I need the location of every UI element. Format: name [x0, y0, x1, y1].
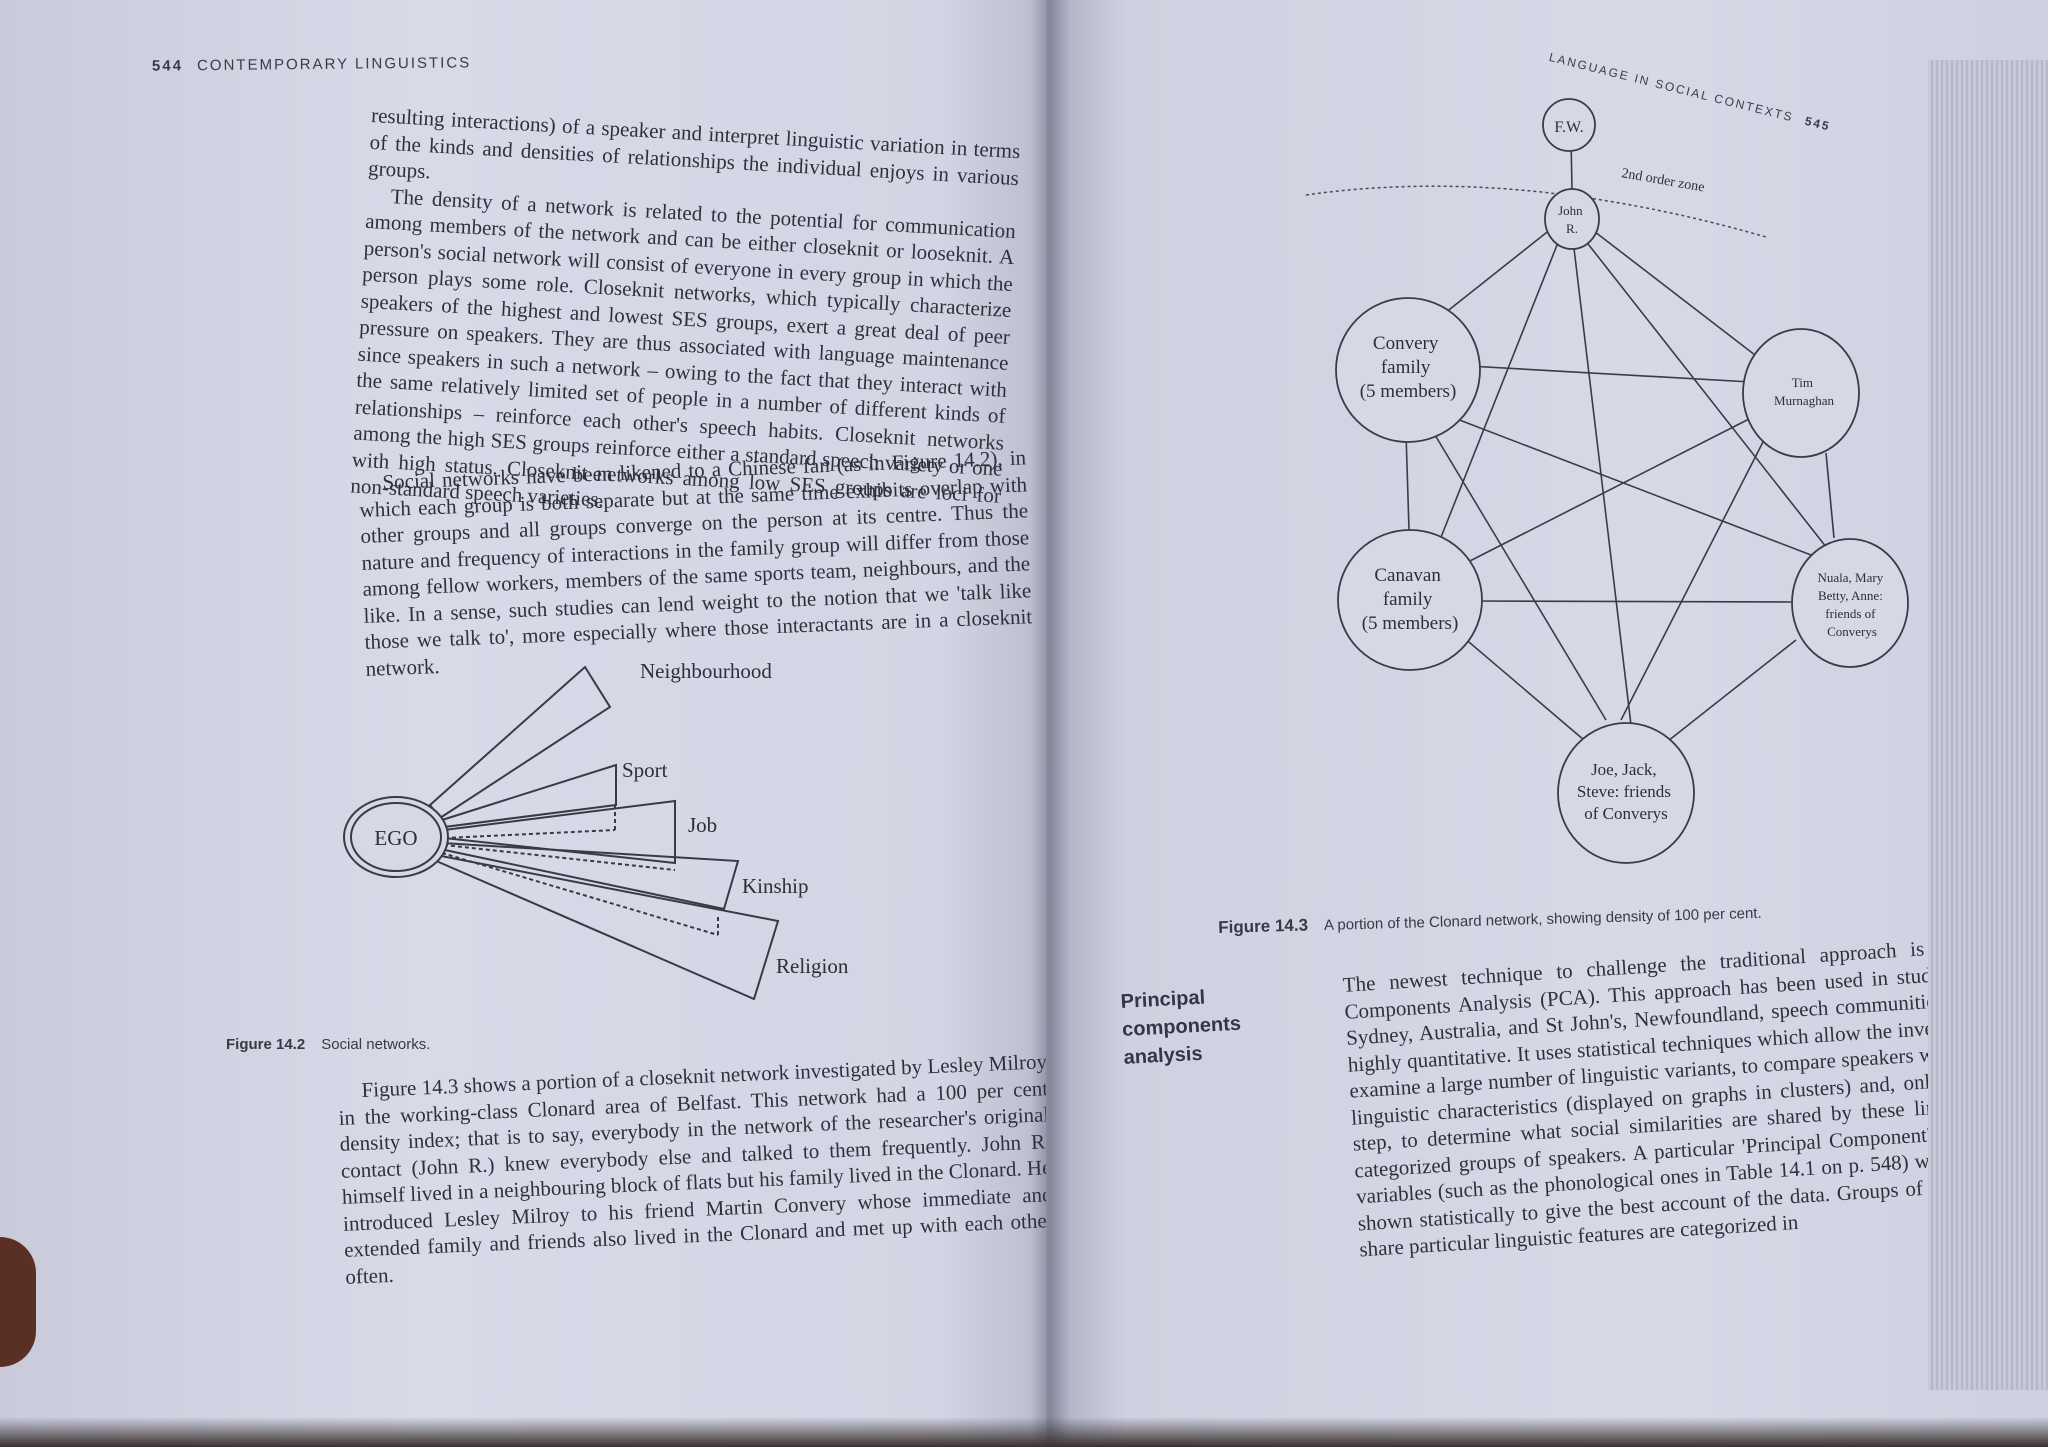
node-convery-label: Convery family (5 members) — [1360, 333, 1457, 402]
node-nuala-group — [1791, 538, 1909, 668]
ego-outer-circle — [343, 796, 449, 878]
node-fw-label: F.W. — [1554, 119, 1583, 136]
node-john-label: John R. — [1558, 203, 1586, 236]
paragraph-4: Figure 14.3 shows a portion of a closekn… — [338, 1049, 1046, 1289]
node-convery-family — [1335, 297, 1481, 443]
ego-label: EGO — [374, 826, 417, 850]
node-canavan-label: Canavan family (5 members) — [1362, 565, 1459, 634]
blade-label-religion: Religion — [776, 954, 849, 978]
blade-label-kinship: Kinship — [742, 874, 809, 898]
left-body-bottom: Figure 14.3 shows a portion of a closekn… — [337, 1048, 1046, 1290]
social-network-fan-diagram: EGO Neighbourhood Sport Job Kinship Reli… — [343, 659, 849, 1001]
bottom-shadow — [0, 1417, 2048, 1447]
node-fw — [1542, 98, 1596, 152]
clonard-network-diagram: 2nd order zone — [1305, 98, 1909, 864]
thumb — [0, 1237, 36, 1367]
node-nuala-label: Nuala, Mary Betty, Anne: friends of Conv… — [1818, 570, 1887, 639]
book-gutter — [1030, 0, 1070, 1447]
node-john-r — [1544, 188, 1600, 250]
blade-label-job: Job — [688, 813, 717, 837]
ego-inner-circle — [350, 802, 442, 872]
page-edges — [1928, 60, 2048, 1390]
blade-label-sport: Sport — [622, 758, 668, 782]
node-canavan-family — [1337, 529, 1483, 671]
fan-blade-sport — [440, 763, 617, 829]
node-tim-murnaghan — [1742, 328, 1860, 458]
node-joe-group — [1557, 722, 1695, 864]
node-tim-label: Tim Murnaghan — [1774, 375, 1834, 408]
side-heading-pca: Principal components analysis — [1120, 986, 1242, 1069]
fan-blade-kinship — [438, 841, 740, 911]
blade-label-neighbourhood: Neighbourhood — [640, 659, 772, 683]
left-body-mid: Social networks have been likened to a C… — [358, 444, 1034, 681]
paragraph-3: Social networks have been likened to a C… — [359, 445, 1033, 681]
zone-label: 2nd order zone — [1620, 166, 1705, 195]
fan-blade-religion — [432, 853, 780, 1001]
node-joe-label: Joe, Jack, Steve: friends of Converys — [1577, 760, 1675, 823]
